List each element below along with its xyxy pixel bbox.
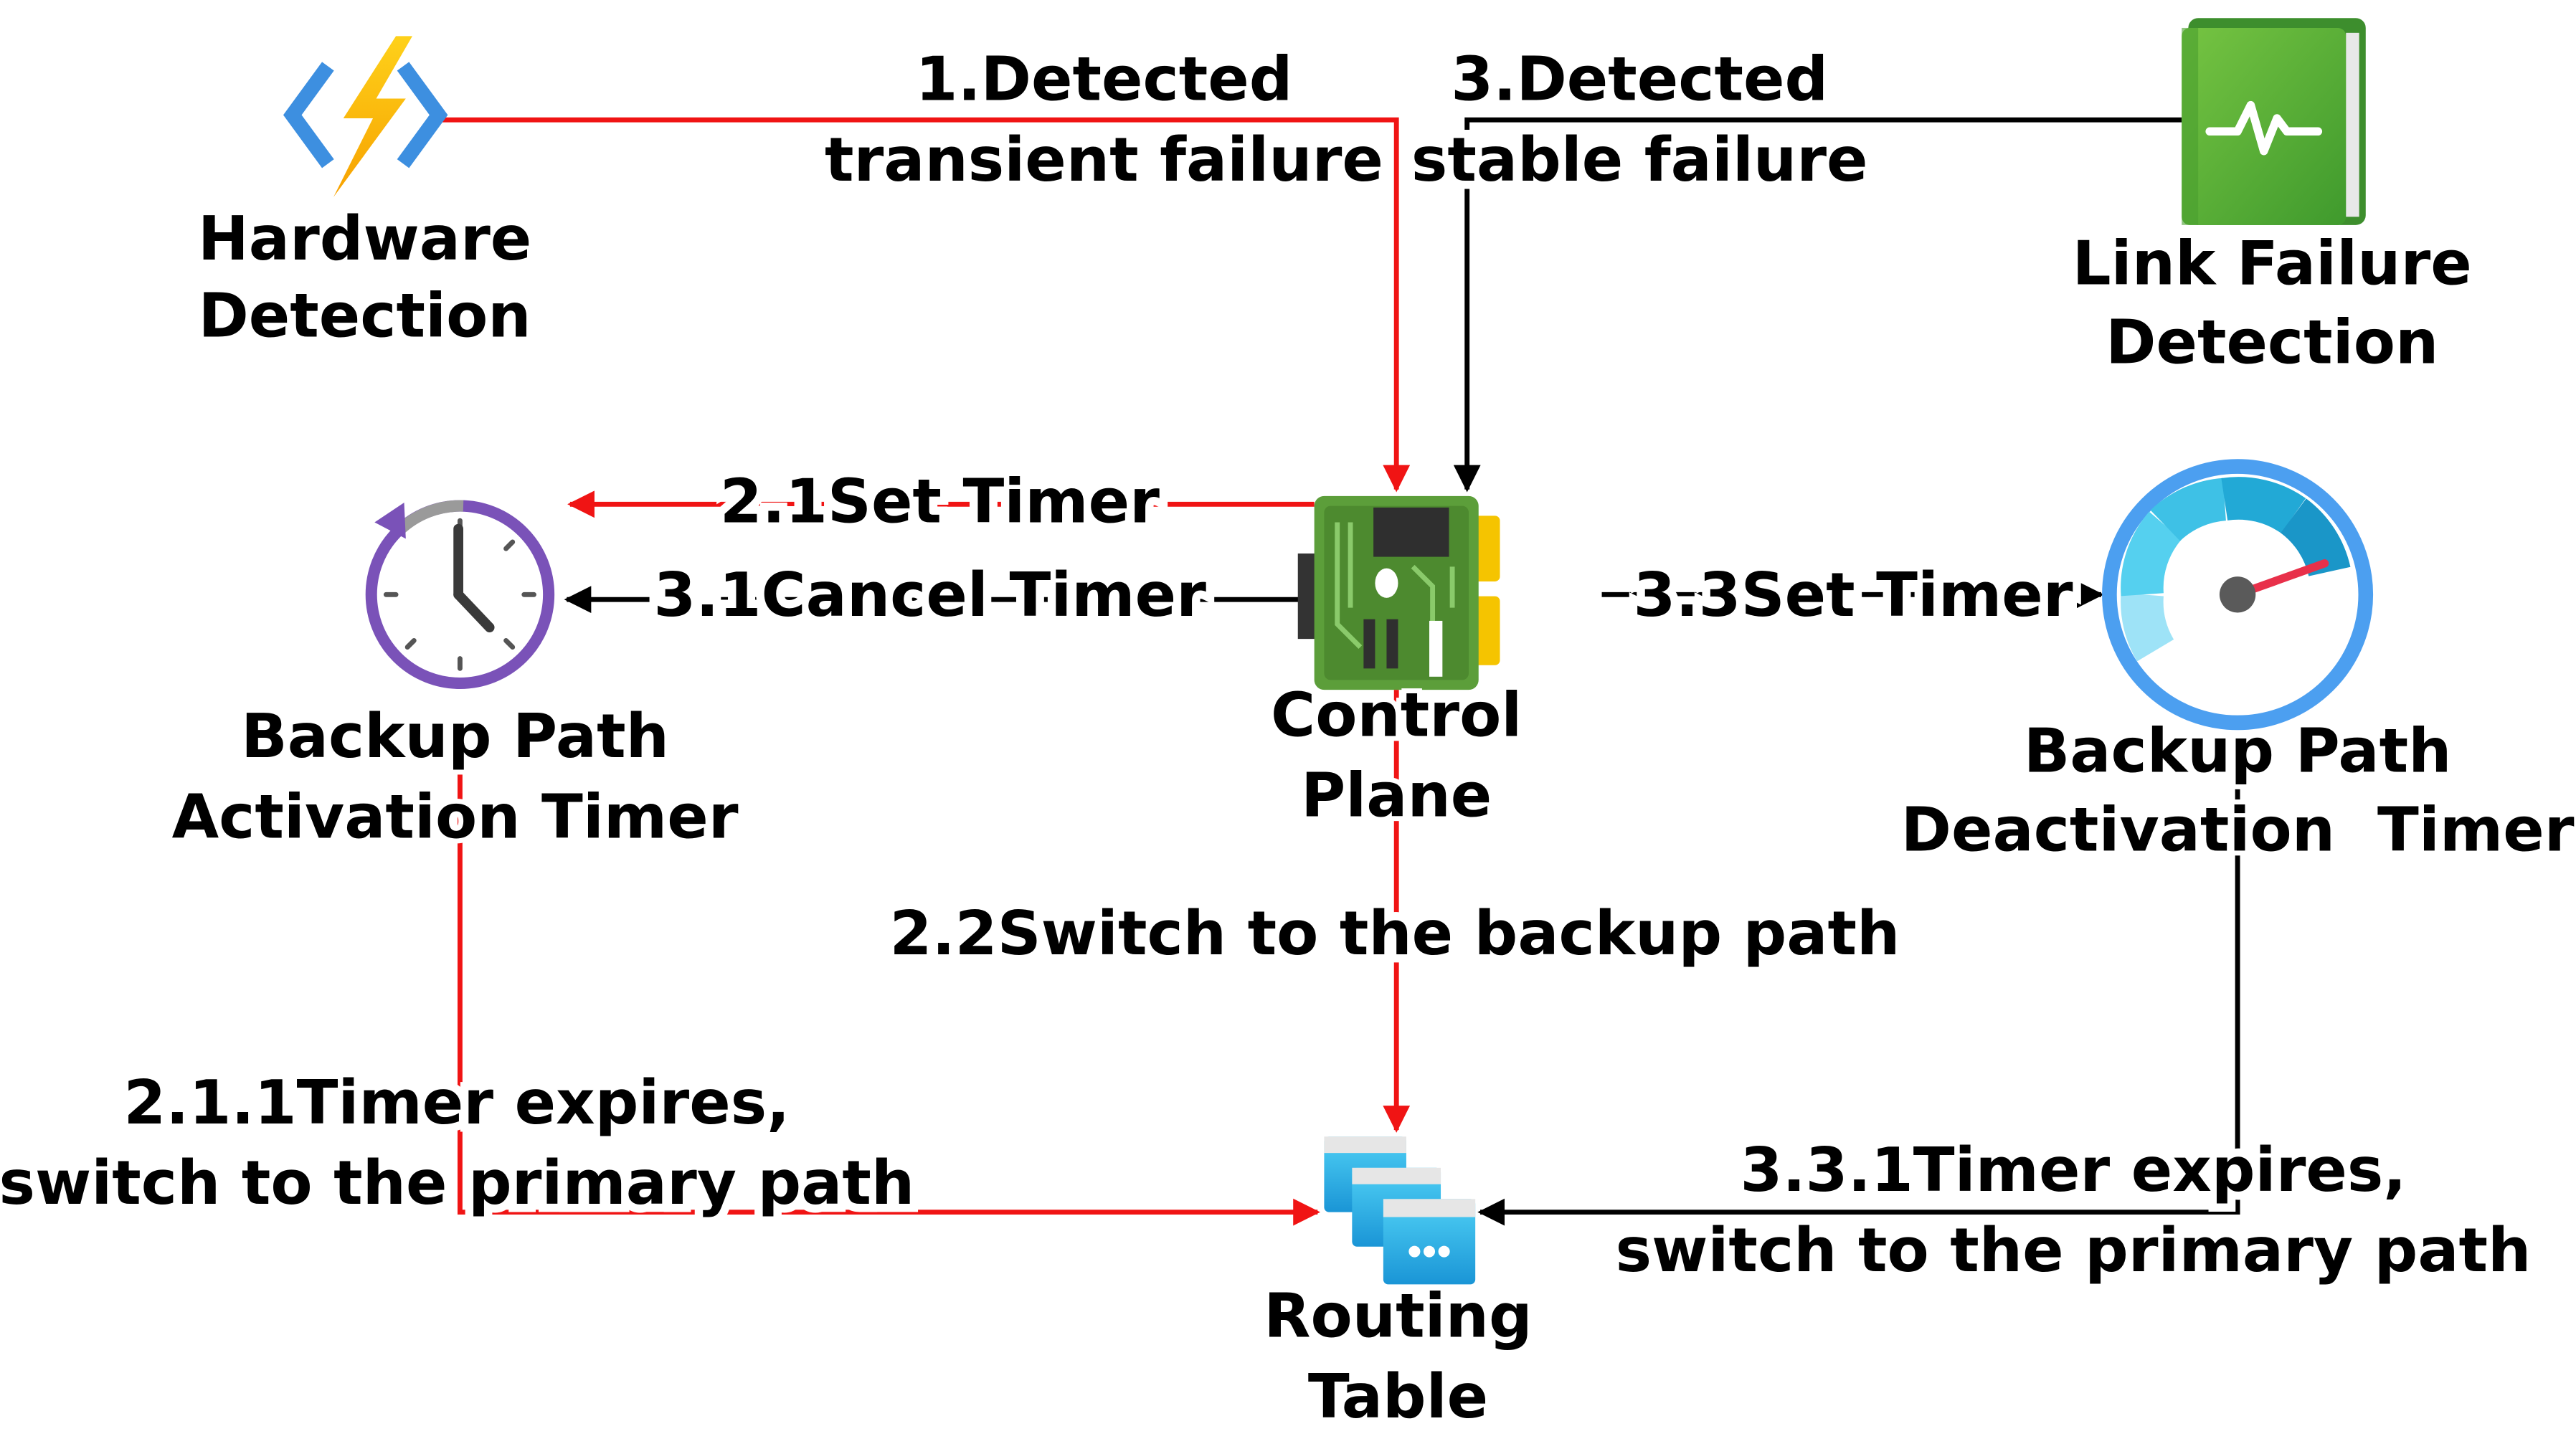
- edge-3-3-1-label-2: switch to the primary path: [1616, 1215, 2532, 1286]
- edge-2-1-1-label-1: 2.1.1Timer expires,: [123, 1067, 790, 1138]
- edge-hardware-to-control-plane: [430, 117, 1411, 493]
- hardware-detection-label-2: Detection: [198, 280, 531, 351]
- edge-2-2-label: 2.2Switch to the backup path: [889, 898, 1900, 969]
- deactivation-timer-label-2: Deactivation Timer: [1901, 794, 2575, 865]
- edge-3-3-label: 3.3Set Timer: [1633, 559, 2073, 630]
- edge-3-label-2: stable failure: [1411, 124, 1868, 195]
- edge-3-label-1: 3.Detected: [1451, 44, 1828, 115]
- hardware-detection-label-1: Hardware: [198, 203, 531, 274]
- deactivation-timer-label-1: Backup Path: [2024, 716, 2452, 787]
- clock-icon: [365, 500, 555, 689]
- edge-linkfailure-to-control-plane: [1453, 117, 2182, 493]
- activation-timer-label-2: Activation Timer: [172, 781, 739, 852]
- link-failure-detection-label-2: Detection: [2106, 306, 2438, 377]
- function-lightning-icon: [283, 36, 448, 197]
- monitor-book-icon: [2182, 18, 2366, 225]
- routing-table-label-1: Routing: [1264, 1281, 1532, 1351]
- routing-table-label-2: Table: [1308, 1361, 1488, 1432]
- activation-timer-label-1: Backup Path: [241, 700, 669, 771]
- circuit-board-icon: [1297, 495, 1500, 690]
- routing-table-icon: [1324, 1136, 1476, 1285]
- control-plane-label-2: Plane: [1301, 760, 1492, 831]
- edge-3-3-1-label-1: 3.3.1Timer expires,: [1740, 1134, 2406, 1205]
- edge-1-label-2: transient failure: [825, 124, 1383, 195]
- link-failure-detection-label-1: Link Failure: [2073, 227, 2472, 298]
- gauge-icon: [2102, 459, 2374, 731]
- edge-3-1-label: 3.1Cancel Timer: [653, 559, 1206, 630]
- edge-2-1-1-label-2: switch to the primary path: [0, 1147, 914, 1218]
- edge-activation-expire: [457, 771, 1321, 1226]
- edge-1-label-1: 1.Detected: [915, 44, 1292, 115]
- edge-2-1-label: 2.1Set Timer: [720, 465, 1160, 536]
- edge-deactivation-expire: [1477, 788, 2240, 1226]
- control-plane-label-1: Control: [1271, 679, 1522, 750]
